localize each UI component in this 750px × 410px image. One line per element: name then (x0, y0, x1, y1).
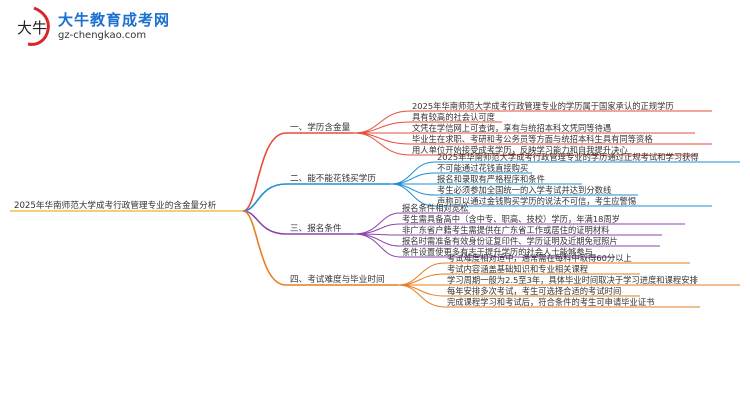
leaf-3-5: 条件设置使更多有志于提升学历的社会人士能够参与 (402, 247, 593, 257)
root-link-1 (242, 132, 287, 212)
leaf-4-5: 完成课程学习和考试后，符合条件的考生可申请毕业证书 (447, 297, 655, 307)
site-url: gz-chengkao.com (58, 30, 147, 41)
leaf-4-3: 学习周期一般为2.5至3年，具体毕业时间取决于学习进度和课程安排 (447, 275, 698, 285)
leaf-1-5: 用人单位开始接受成考学历，反映学习能力和自我提升决心 (412, 145, 628, 155)
leaf-2-3: 报名和录取有严格程序和条件 (437, 174, 545, 184)
logo-text: 大牛 (17, 19, 47, 37)
leaf-2-4: 考生必须参加全国统一的入学考试并达到分数线 (437, 185, 612, 195)
leaf-3-1: 报名条件相对宽松 (402, 203, 469, 213)
branch-label-4: 四、考试难度与毕业时间 (290, 275, 385, 285)
leaf-2-5: 声称可以通过金钱购买学历的说法不可信，考生应警惕 (437, 196, 637, 206)
leaf-2-2: 不可能通过花钱直接购买 (437, 163, 529, 173)
site-logo[interactable]: 大牛 大牛教育成考网 gz-chengkao.com (14, 6, 174, 50)
root-link-2 (242, 183, 287, 212)
root-link-4 (242, 210, 287, 286)
leaf-3-2: 考生需具备高中（含中专、职高、技校）学历，年满18周岁 (402, 214, 620, 224)
leaf-3-3: 非广东省户籍考生需提供在广东省工作或居住的证明材料 (402, 225, 610, 235)
leaf-1-4: 毕业生在求职、考研和考公务员等方面与统招本科生具有同等资格 (412, 134, 653, 144)
branch-label-3: 三、报名条件 (290, 224, 342, 234)
leaf-3-4: 报名时需准备有效身份证复印件、学历证明及近期免冠照片 (402, 236, 618, 246)
brand-name: 大牛教育成考网 (58, 11, 171, 29)
branch-label-2: 二、能不能花钱买学历 (290, 174, 376, 184)
leaf-4-1: 考试难度相对适中，通常需在每科中取得60分以上 (447, 253, 632, 263)
leaf-1-3: 文凭在学信网上可查询，享有与统招本科文凭同等待遇 (412, 123, 612, 133)
root-link-3 (242, 210, 287, 235)
leaf-4-2: 考试内容涵盖基础知识和专业相关课程 (447, 264, 589, 274)
leaf-4-4: 每年安排多次考试，考生可选择合适的考试时间 (447, 286, 622, 296)
logo-mark-icon: 大牛 (17, 6, 50, 46)
leaf-1-2: 具有较高的社会认可度 (412, 112, 495, 122)
mindmap-root: 2025年华南师范大学成考行政管理专业的含金量分析 (14, 201, 217, 211)
branch-label-1: 一、学历含金量 (290, 123, 351, 133)
leaf-2-1: 2025年华南师范大学成考行政管理专业的学历通过正规考试和学习获得 (437, 152, 699, 162)
leaf-1-1: 2025年华南师范大学成考行政管理专业的学历属于国家承认的正规学历 (412, 101, 674, 111)
